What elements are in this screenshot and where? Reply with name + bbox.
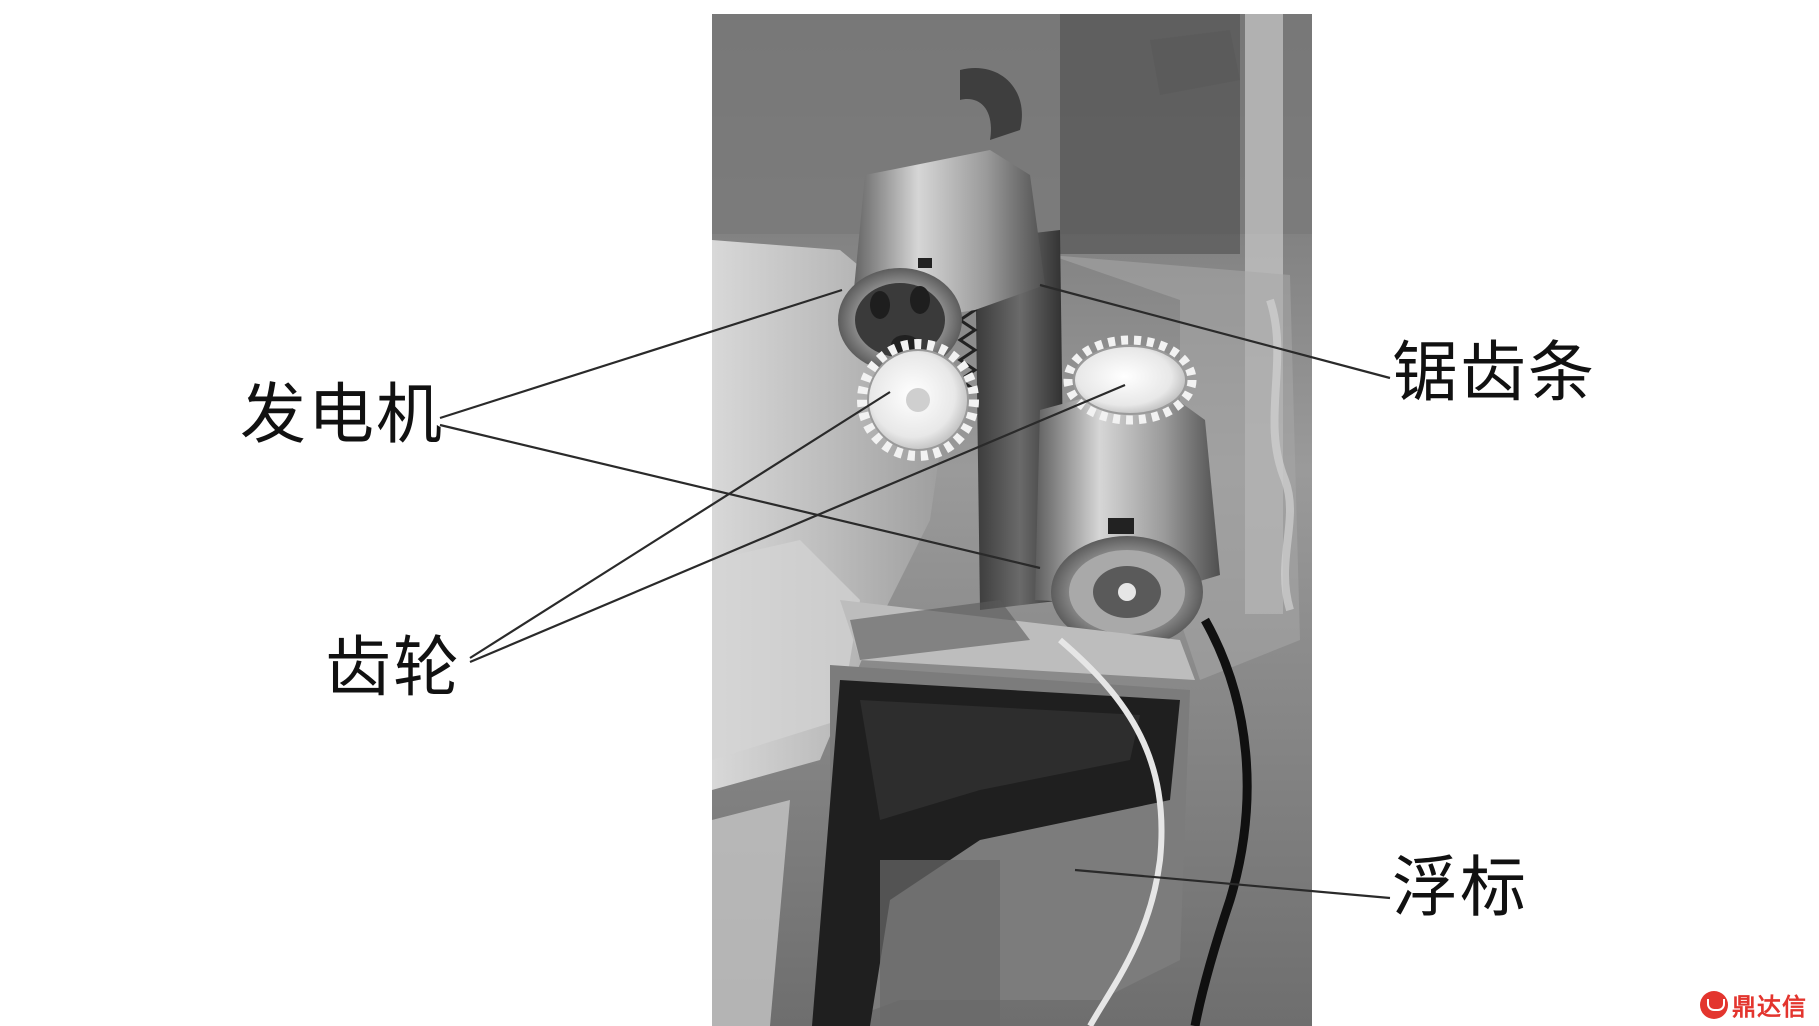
label-generator: 发电机 (240, 376, 444, 453)
watermark-text: 鼎达信 (1732, 993, 1807, 1021)
leader-buoy (1074, 868, 1391, 900)
leader-gear-upper (469, 391, 891, 659)
upper-gear (857, 339, 979, 461)
label-rack: 锯齿条 (1392, 334, 1596, 411)
wire-black (1190, 617, 1252, 1026)
leader-gear-lower (469, 383, 1126, 664)
background-pipe (960, 68, 1022, 140)
lower-gear (1063, 335, 1197, 425)
label-buoy: 浮标 (1392, 849, 1528, 926)
dingdaxin-logo-icon (1700, 990, 1728, 1019)
leader-lines (439, 283, 1391, 900)
leader-generator-upper (439, 288, 843, 420)
leader-rack (1039, 283, 1391, 380)
wire-white (1058, 637, 1165, 1026)
lower-generator (1035, 380, 1220, 648)
tank-plate (1050, 255, 1300, 680)
leader-generator-lower (439, 423, 1041, 570)
label-gear: 齿轮 (325, 629, 461, 706)
watermark: 鼎达信 (1700, 987, 1807, 1022)
